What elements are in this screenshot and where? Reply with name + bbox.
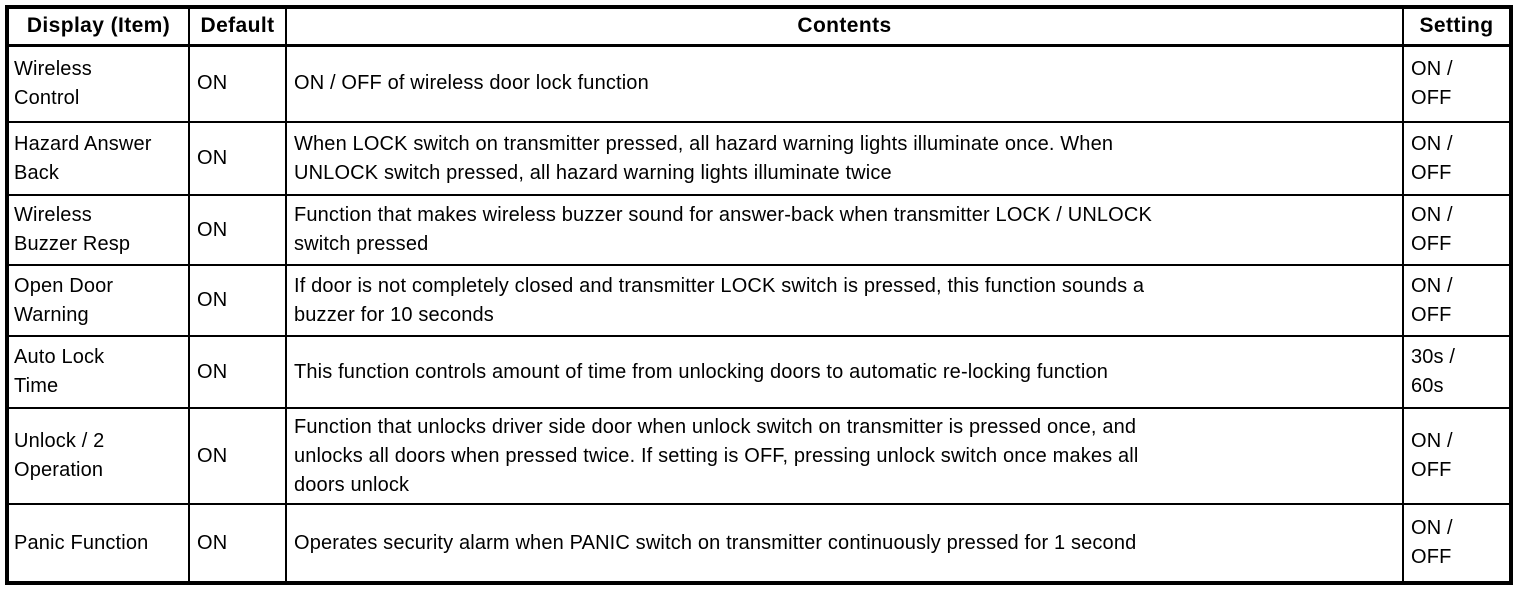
contents-cell: Operates security alarm when PANIC switc… xyxy=(285,503,1404,584)
table-row: Open Door Warning ON If door is not comp… xyxy=(6,264,1512,337)
default-cell: ON xyxy=(188,121,287,196)
item-cell: Hazard Answer Back xyxy=(6,121,190,196)
default-cell: ON xyxy=(188,335,287,409)
contents-cell: Function that makes wireless buzzer soun… xyxy=(285,194,1404,266)
default-cell: ON xyxy=(188,264,287,337)
table-row: Auto Lock Time ON This function controls… xyxy=(6,335,1512,409)
table-row: Unlock / 2 Operation ON Function that un… xyxy=(6,407,1512,505)
default-cell: ON xyxy=(188,503,287,584)
table-row: Wireless Buzzer Resp ON Function that ma… xyxy=(6,194,1512,266)
default-cell: ON xyxy=(188,407,287,505)
item-cell: Open Door Warning xyxy=(6,264,190,337)
table-row: Wireless Control ON ON / OFF of wireless… xyxy=(6,44,1512,123)
contents-cell: ON / OFF of wireless door lock function xyxy=(285,44,1404,123)
contents-cell: If door is not completely closed and tra… xyxy=(285,264,1404,337)
default-cell: ON xyxy=(188,194,287,266)
setting-cell: ON / OFF xyxy=(1402,407,1512,505)
header-display-item: Display (Item) xyxy=(6,6,190,47)
item-cell: Wireless Buzzer Resp xyxy=(6,194,190,266)
item-cell: Unlock / 2 Operation xyxy=(6,407,190,505)
setting-cell: ON / OFF xyxy=(1402,264,1512,337)
table-row: Hazard Answer Back ON When LOCK switch o… xyxy=(6,121,1512,196)
header-setting: Setting xyxy=(1402,6,1512,47)
setting-cell: ON / OFF xyxy=(1402,194,1512,266)
item-cell: Panic Function xyxy=(6,503,190,584)
wireless-settings-table: Display (Item) Default Contents Setting … xyxy=(5,5,1513,585)
header-contents: Contents xyxy=(285,6,1404,47)
table-header-row: Display (Item) Default Contents Setting xyxy=(6,6,1512,47)
contents-cell: This function controls amount of time fr… xyxy=(285,335,1404,409)
default-cell: ON xyxy=(188,44,287,123)
setting-cell: 30s / 60s xyxy=(1402,335,1512,409)
item-cell: Auto Lock Time xyxy=(6,335,190,409)
setting-cell: ON / OFF xyxy=(1402,121,1512,196)
table-row: Panic Function ON Operates security alar… xyxy=(6,503,1512,584)
header-default: Default xyxy=(188,6,287,47)
contents-cell: Function that unlocks driver side door w… xyxy=(285,407,1404,505)
setting-cell: ON / OFF xyxy=(1402,44,1512,123)
contents-cell: When LOCK switch on transmitter pressed,… xyxy=(285,121,1404,196)
setting-cell: ON / OFF xyxy=(1402,503,1512,584)
item-cell: Wireless Control xyxy=(6,44,190,123)
